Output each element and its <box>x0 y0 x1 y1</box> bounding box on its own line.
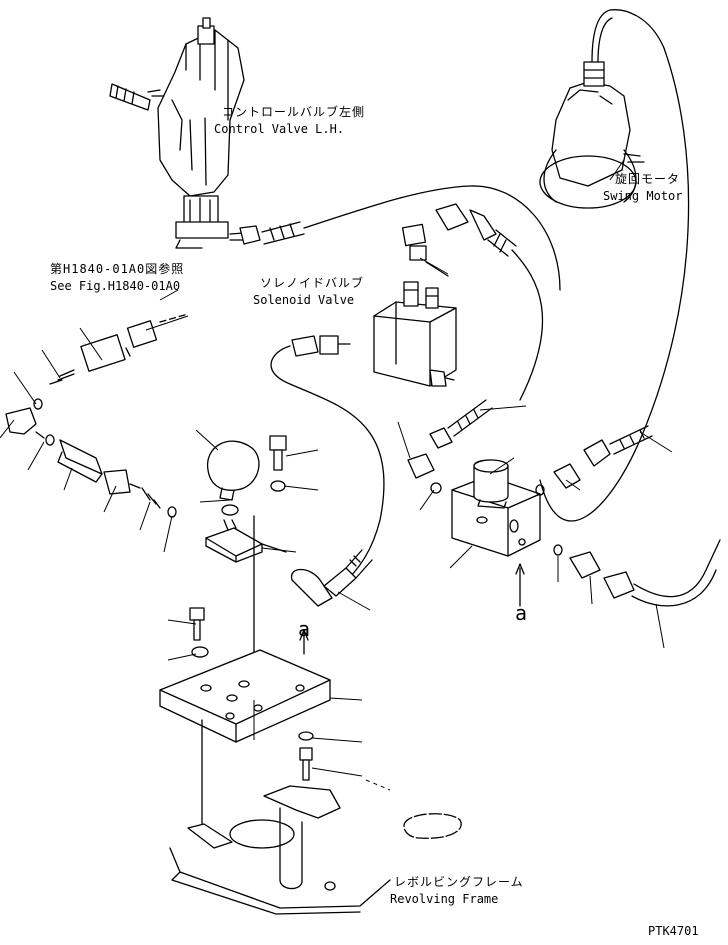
revolving-frame-label-en: Revolving Frame <box>390 892 499 906</box>
swing-motor-label-en: Swing Motor <box>603 189 683 203</box>
swing-motor-label-jp: 旋回モータ <box>615 172 681 186</box>
view-mark-a-plate: a <box>298 617 311 641</box>
control-valve-illustration <box>109 17 259 249</box>
solenoid-valve-label-en: Solenoid Valve <box>253 293 355 307</box>
control-valve-label-jp: コントロールバルブ左側 <box>222 105 366 119</box>
control-valve-label-en: Control Valve L.H. <box>214 122 345 136</box>
view-mark-a-block: a <box>515 601 528 625</box>
base-plate-illustration <box>159 607 331 831</box>
swing-motor-illustration <box>539 9 665 209</box>
left-fitting-assembly <box>5 313 189 518</box>
hose-swing-motor <box>539 47 690 522</box>
see-fig-label-jp: 第H1840-01A0図参照 <box>50 262 185 276</box>
center-tee-assembly <box>205 435 373 701</box>
manifold-block-illustration <box>407 399 721 607</box>
hose-control-valve <box>239 185 561 291</box>
fittings-upper <box>401 203 544 401</box>
see-fig-label-en: See Fig.H1840-01A0 <box>50 279 181 293</box>
hose-solenoid-left <box>270 335 385 587</box>
revolving-frame-illustration <box>169 785 462 915</box>
leader-lines <box>0 159 673 791</box>
revolving-frame-label-jp: レボルビングフレーム <box>394 875 524 889</box>
solenoid-valve-label-jp: ソレノイドバルブ <box>260 276 365 290</box>
solenoid-valve-illustration <box>373 281 457 387</box>
drawing-id: PTK4701 <box>648 924 699 938</box>
